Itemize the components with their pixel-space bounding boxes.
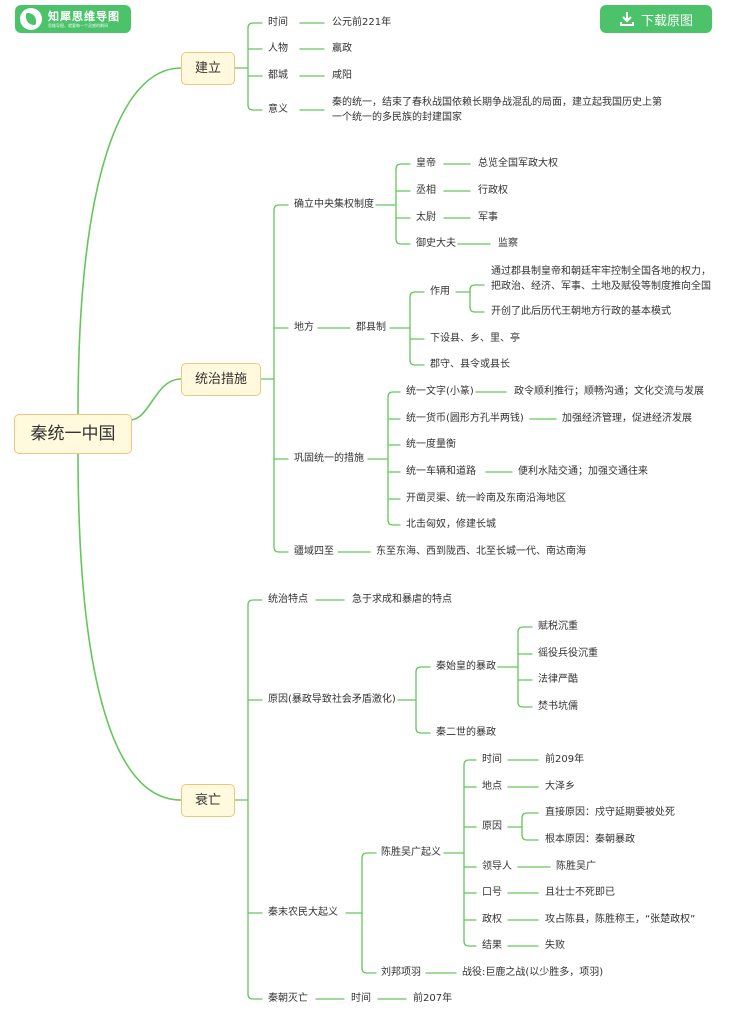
node-first-emperor-tyranny[interactable]: 秦始皇的暴政 xyxy=(436,661,496,672)
node-currency[interactable]: 统一货币(圆形方孔半两钱) xyxy=(406,413,524,424)
node-leader-value[interactable]: 陈胜吴广 xyxy=(556,861,596,872)
node-writing[interactable]: 统一文字(小篆) xyxy=(406,386,474,397)
node-canal[interactable]: 开凿灵渠、统一岭南及东南沿海地区 xyxy=(406,493,566,504)
node-time-label[interactable]: 时间 xyxy=(268,17,288,28)
node-censor-desc[interactable]: 监察 xyxy=(498,238,518,249)
node-uprising-place-value[interactable]: 大泽乡 xyxy=(545,781,575,792)
node-territory-value[interactable]: 东至东海、西到陇西、北至长城一代、南达南海 xyxy=(376,546,586,557)
node-local-sub-2[interactable]: 郡守、县令或县长 xyxy=(430,359,510,370)
node-effect-1[interactable]: 通过郡县制皇帝和朝廷牢牢控制全国各地的权力，把政治、经济、军事、土地及赋役等制度… xyxy=(491,266,711,292)
rhino-logo-icon xyxy=(20,8,42,30)
node-local-sub-1[interactable]: 下设县、乡、里、亭 xyxy=(430,333,520,344)
node-slogan-value[interactable]: 且壮士不死即已 xyxy=(545,887,615,898)
branch-decline[interactable]: 衰亡 xyxy=(181,784,235,817)
download-label: 下载原图 xyxy=(640,13,693,29)
node-qin-fall-time-value[interactable]: 前207年 xyxy=(413,993,453,1004)
branch-establish[interactable]: 建立 xyxy=(181,52,235,85)
node-heavy-tax[interactable]: 赋税沉重 xyxy=(538,621,578,632)
node-result-value[interactable]: 失败 xyxy=(545,940,565,951)
node-writing-desc[interactable]: 政令顺利推行；顺畅沟通；文化交流与发展 xyxy=(514,386,704,397)
node-liu-xiang[interactable]: 刘邦项羽 xyxy=(381,967,421,978)
node-rule-feature[interactable]: 统治特点 xyxy=(268,594,308,605)
node-uprising-time-value[interactable]: 前209年 xyxy=(545,754,585,765)
node-capital-value[interactable]: 咸阳 xyxy=(332,70,352,81)
node-qin-fall[interactable]: 秦朝灭亡 xyxy=(268,993,308,1004)
node-regime-value[interactable]: 攻占陈县，陈胜称王，“张楚政权” xyxy=(545,914,696,925)
node-central-power[interactable]: 确立中央集权制度 xyxy=(294,199,374,210)
node-measures[interactable]: 统一度量衡 xyxy=(406,439,456,450)
node-uprising-time[interactable]: 时间 xyxy=(482,754,502,765)
brand-tagline: 思维导图，就要每一个灵感的瞬间 xyxy=(48,22,108,28)
node-burn-books[interactable]: 焚书坑儒 xyxy=(538,701,578,712)
node-uprising-reason[interactable]: 原因 xyxy=(482,821,502,832)
node-rule-feature-value[interactable]: 急于求成和暴虐的特点 xyxy=(352,594,452,605)
node-root-cause[interactable]: 根本原因：秦朝暴政 xyxy=(545,834,635,845)
node-roads[interactable]: 统一车辆和道路 xyxy=(406,466,476,477)
node-roads-desc[interactable]: 便利水陆交通；加强交通往来 xyxy=(518,466,648,477)
branch-rule-measures[interactable]: 统治措施 xyxy=(181,363,261,396)
node-direct-cause[interactable]: 直接原因：戍守延期要被处死 xyxy=(545,807,675,818)
node-regime[interactable]: 政权 xyxy=(482,914,502,925)
node-time-value[interactable]: 公元前221年 xyxy=(332,17,392,28)
node-emperor[interactable]: 皇帝 xyxy=(416,158,436,169)
node-slogan[interactable]: 口号 xyxy=(482,887,502,898)
download-button[interactable]: 下载原图 xyxy=(600,5,712,33)
node-second-emperor-tyranny[interactable]: 秦二世的暴政 xyxy=(436,727,496,738)
node-consolidate[interactable]: 巩固统一的措施 xyxy=(294,453,364,464)
brand-logo[interactable]: 知犀思维导图 思维导图，就要每一个灵感的瞬间 xyxy=(15,5,131,33)
node-effect-2[interactable]: 开创了此后历代王朝地方行政的基本模式 xyxy=(491,306,671,317)
node-meaning-value[interactable]: 秦的统一，结束了春秋战国依赖长期争战混乱的局面，建立起我国历史上第一个统一的多民… xyxy=(332,97,662,123)
node-censor[interactable]: 御史大夫 xyxy=(416,238,456,249)
node-taiwei[interactable]: 太尉 xyxy=(416,212,436,223)
node-liu-xiang-desc[interactable]: 战役:巨鹿之战(以少胜多，项羽) xyxy=(462,967,604,978)
node-chancellor[interactable]: 丞相 xyxy=(416,185,436,196)
node-person-label[interactable]: 人物 xyxy=(268,43,288,54)
node-taiwei-desc[interactable]: 军事 xyxy=(478,212,498,223)
node-uprising[interactable]: 秦末农民大起义 xyxy=(268,907,338,918)
node-meaning-label[interactable]: 意义 xyxy=(268,104,288,115)
node-prefecture-system[interactable]: 郡县制 xyxy=(356,322,386,333)
root-node[interactable]: 秦统一中国 xyxy=(14,414,132,454)
node-qin-fall-time[interactable]: 时间 xyxy=(351,993,371,1004)
node-result[interactable]: 结果 xyxy=(482,940,502,951)
node-chancellor-desc[interactable]: 行政权 xyxy=(478,185,508,196)
node-capital-label[interactable]: 都城 xyxy=(268,70,288,81)
node-person-value[interactable]: 嬴政 xyxy=(332,43,352,54)
brand-name: 知犀思维导图 xyxy=(48,9,120,23)
download-icon xyxy=(619,12,634,26)
node-emperor-desc[interactable]: 总览全国军政大权 xyxy=(478,158,558,169)
node-leader[interactable]: 领导人 xyxy=(482,861,512,872)
node-great-wall[interactable]: 北击匈奴，修建长城 xyxy=(406,519,496,530)
node-uprising-place[interactable]: 地点 xyxy=(482,781,502,792)
node-effect[interactable]: 作用 xyxy=(430,286,450,297)
node-territory[interactable]: 疆域四至 xyxy=(294,546,334,557)
node-harsh-law[interactable]: 法律严酷 xyxy=(538,674,578,685)
node-cause[interactable]: 原因(暴政导致社会矛盾激化) xyxy=(268,694,396,705)
node-heavy-labor[interactable]: 徭役兵役沉重 xyxy=(538,648,598,659)
node-currency-desc[interactable]: 加强经济管理，促进经济发展 xyxy=(562,413,692,424)
node-chen-wu-uprising[interactable]: 陈胜吴广起义 xyxy=(381,847,441,858)
node-local[interactable]: 地方 xyxy=(294,322,314,333)
